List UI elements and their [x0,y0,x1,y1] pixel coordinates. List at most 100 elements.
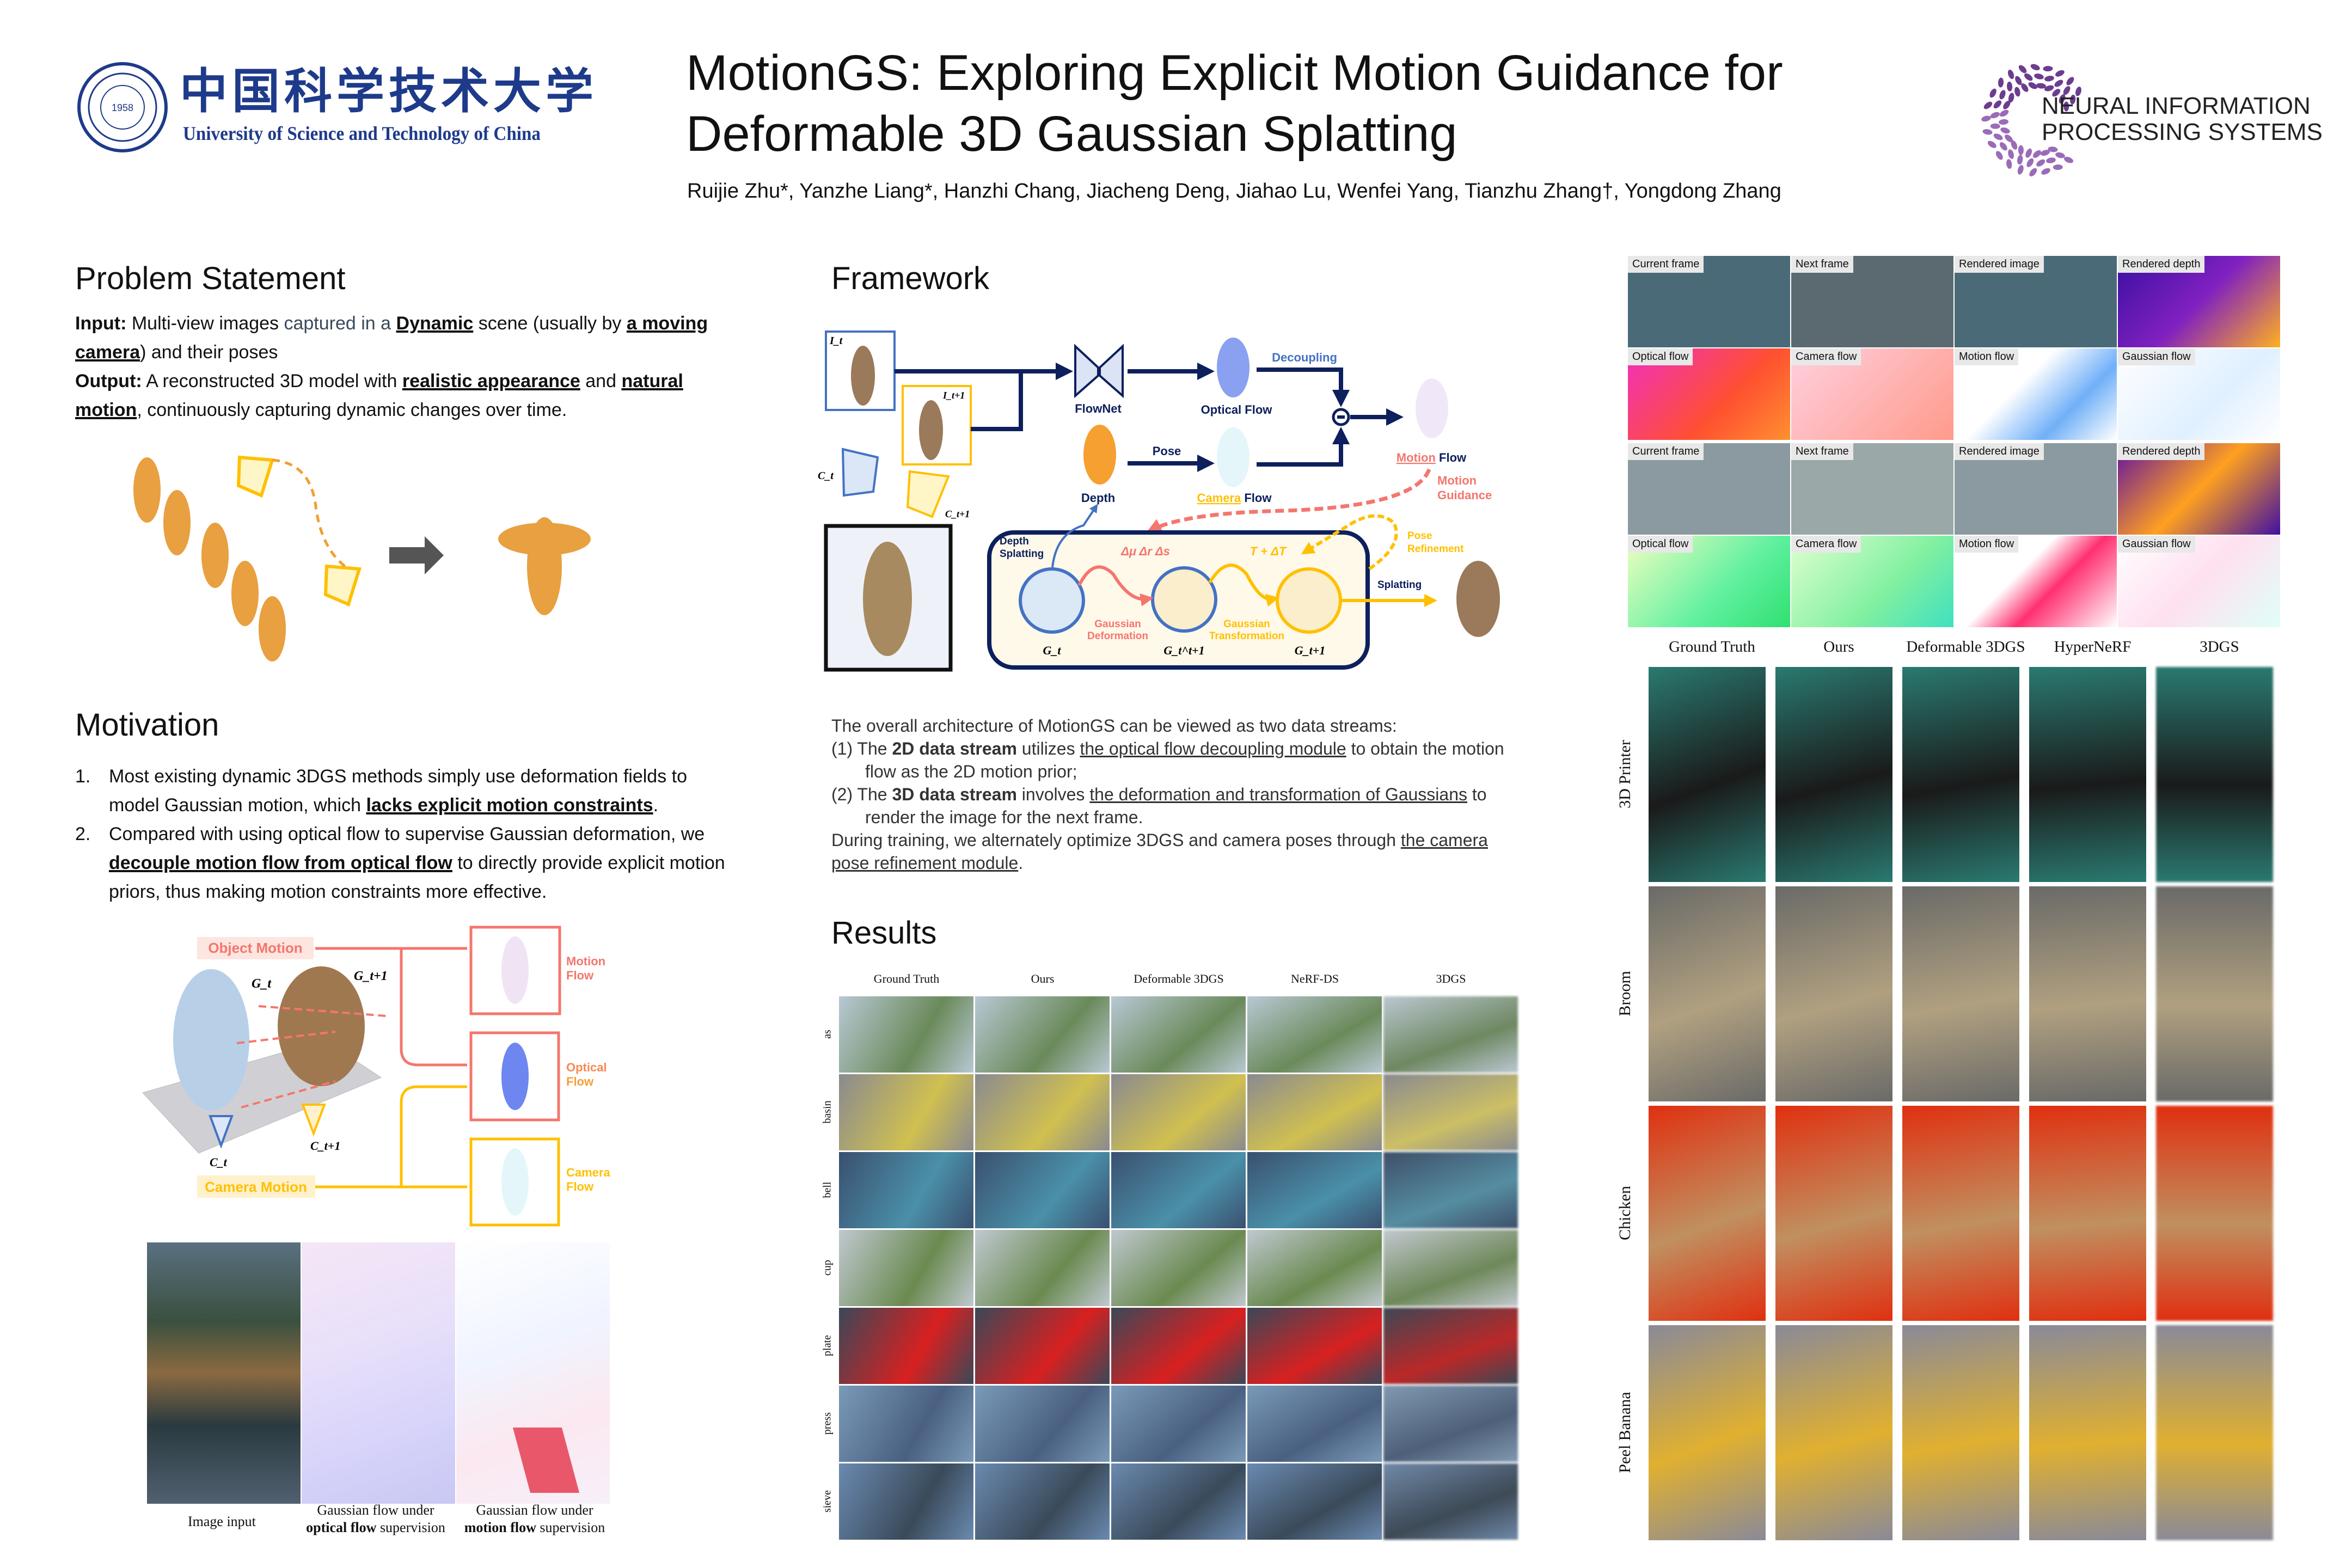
hypernerf-result-image [1902,886,2019,1101]
label-c-t: C_t [210,1155,228,1169]
optical-flow-figure [1217,338,1250,397]
framework-outro: During training, we alternately optimize… [831,830,1488,873]
flow-grid-cell: Optical flow [1628,536,1790,627]
result-image [1383,996,1518,1073]
gaussian-transformation-label-1: Gaussian [1223,618,1270,630]
flow-grid-label: Camera flow [1791,536,1861,553]
result-image [1247,1230,1382,1306]
flownet-label: FlowNet [1075,402,1122,415]
dancer-figure [114,441,675,702]
label-g-t: G_t [1043,644,1062,657]
label-i-t1: I_t+1 [942,390,965,401]
results-row-label: plate [821,1335,834,1356]
svg-text:1958: 1958 [112,102,133,113]
motion-flow-supervision-image [456,1242,610,1504]
flownet-icon [1074,344,1124,399]
framework-diagram: I_t I_t+1 C_t C_t+1 FlowNet Optical Flow… [817,316,1524,686]
result-image [975,1074,1110,1150]
flow-grid-cell: Current frame [1628,256,1790,347]
label-c-t: C_t [818,470,834,482]
framework-item-2: (2) The 3D data stream involves the defo… [831,785,1487,827]
flow-grid-cell: Rendered depth [2118,443,2280,535]
flow-grid-label: Current frame [1628,256,1704,273]
result-image [1247,1463,1382,1540]
rendered-output-figure [1456,561,1500,637]
results-row-label: sieve [821,1490,834,1513]
depth-label: Depth [1081,491,1115,505]
gaussian-deformation-label-2: Deformation [1087,630,1148,642]
result-image [975,1230,1110,1306]
flow-grid-cell: Camera flow [1791,348,1953,440]
hypernerf-result-image [1902,1106,2019,1321]
result-image [1111,1230,1246,1306]
result-image [1383,1386,1518,1462]
camera-flow-label-2: Flow [566,1180,594,1193]
hypernerf-result-image [1649,886,1766,1101]
camera-t1-icon [906,470,950,518]
flow-grid-cell: Camera flow [1791,536,1953,627]
hypernerf-row-label: Peel Banana [1616,1391,1634,1473]
result-image [839,1074,973,1150]
svg-text:Motion Flow: Motion Flow [1396,451,1467,464]
camera-icon [236,455,362,607]
motion-decomposition-diagram: G_t G_t+1 C_t C_t+1 Object Motion Camera… [136,926,626,1230]
result-image [1111,1463,1246,1540]
flow-grid-label: Motion flow [1955,348,2019,365]
flow-supervision-comparison [147,1242,610,1504]
hypernerf-result-image [1902,667,2019,882]
ustc-seal-icon: 1958 [77,62,168,152]
hypernerf-column-header: 3DGS [2200,638,2239,656]
dancer-sequence [133,457,286,661]
depth-figure [1083,425,1116,485]
framework-heading: Framework [831,261,990,296]
hypernerf-result-image [2156,886,2273,1101]
gaussian-deformation-label-1: Gaussian [1094,618,1141,630]
result-image [1111,996,1246,1073]
result-image [1247,1308,1382,1384]
motivation-item: 1.Most existing dynamic 3DGS methods sim… [75,766,688,816]
hypernerf-result-image [2156,1325,2273,1540]
motion-guidance-label-1: Motion [1437,474,1477,487]
flow-grid-cell: Gaussian flow [2118,348,2280,440]
flow-grid-label: Next frame [1791,443,1853,460]
svg-text:Camera Flow: Camera Flow [1197,491,1272,505]
framework-item-1: (1) The 2D data stream utilizes the opti… [831,739,1504,781]
result-image [1111,1308,1246,1384]
flow-grid-label: Camera flow [1791,348,1861,365]
gaussian-deformed-circle [1151,566,1217,633]
hypernerf-row-label: 3D Printer [1616,739,1634,808]
hypernerf-result-image [1649,1325,1766,1540]
flow-grid-label: Rendered depth [2118,256,2205,273]
results-row-label: press [821,1412,834,1435]
pose-refinement-label-1: Pose [1407,530,1432,542]
results-row-label: cup [821,1260,834,1276]
camera-t-icon [841,448,879,497]
results-row-label: as [821,1030,834,1039]
flow-grid-label: Rendered image [1955,443,2044,460]
neurips-line-2: PROCESSING SYSTEMS [2042,119,2323,145]
problem-output: Output: A reconstructed 3D model with re… [75,371,683,420]
results-column-header: Deformable 3DGS [1134,972,1224,985]
depth-splatting-label-2: Splatting [1000,548,1044,560]
hypernerf-result-image [2156,667,2273,882]
hypernerf-result-image [1775,1325,1892,1540]
result-image [839,996,973,1073]
result-image [839,1152,973,1228]
motion-flow-label-flow: Flow [1439,451,1467,464]
results-column-header: Ground Truth [873,972,940,985]
result-image [1383,1308,1518,1384]
results-column-header: Ours [1031,972,1055,985]
hypernerf-result-image [1775,886,1892,1101]
ustc-name-en: University of Science and Technology of … [183,122,541,144]
result-image [1383,1074,1518,1150]
result-image [1383,1463,1518,1540]
result-image [975,1152,1110,1228]
neurips-line-1: NEURAL INFORMATION [2042,93,2311,119]
label-c-t1: C_t+1 [310,1139,340,1153]
motion-guidance-label-2: Guidance [1437,488,1492,502]
splatting-label: Splatting [1377,579,1422,591]
flow-grid-cell: Motion flow [1955,348,2117,440]
hypernerf-row-label: Chicken [1616,1185,1634,1240]
